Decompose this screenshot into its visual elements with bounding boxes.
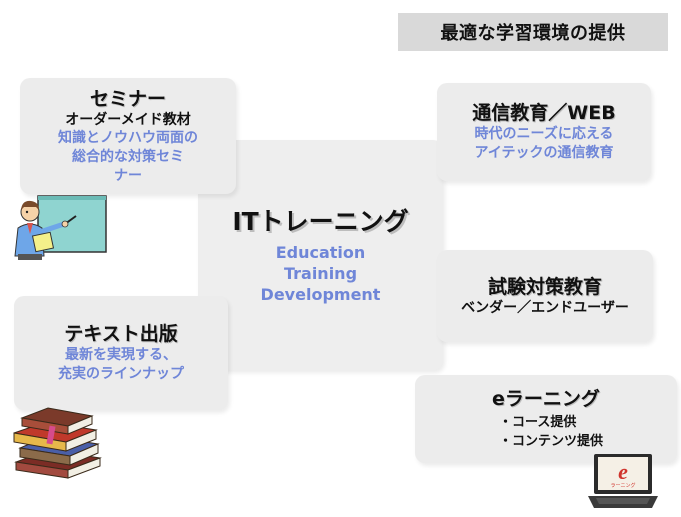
publishing-title: テキスト出版: [64, 323, 178, 345]
publishing-desc-line-2: 充実のラインナップ: [58, 366, 184, 382]
books-stack-icon: [13, 407, 102, 479]
publishing-box: テキスト出版 最新を実現する、 充実のラインナップ: [14, 296, 228, 410]
laptop-logo-text: e: [618, 459, 628, 484]
tagline-banner: 最適な学習環境の提供: [398, 13, 668, 51]
seminar-title: セミナー: [89, 87, 166, 110]
seminar-desc-line-1: 知識とノウハウ両面の: [58, 129, 198, 146]
seminar-box: セミナー オーダーメイド教材 知識とノウハウ両面の 総合的な対策セミ ナー: [20, 78, 236, 194]
publishing-desc-line-1: 最新を実現する、: [65, 347, 177, 363]
elearning-title: eラーニング: [492, 388, 600, 410]
center-title: ITトレーニング: [232, 206, 409, 236]
teacher-whiteboard-icon: [14, 195, 107, 260]
seminar-subtitle: オーダーメイド教材: [65, 111, 191, 128]
elearning-item-content: ・コンテンツ提供: [498, 434, 603, 449]
center-line-development: Development: [260, 284, 381, 304]
correspondence-title: 通信教育／WEB: [472, 102, 616, 124]
center-it-training: ITトレーニング Education Training Development: [198, 140, 443, 370]
center-line-training: Training: [283, 263, 358, 283]
elearning-items: ・コース提供 ・コンテンツ提供: [499, 413, 603, 451]
correspondence-desc-line-1: 時代のニーズに応える: [474, 126, 614, 142]
exam-subtitle: ベンダー／エンドユーザー: [461, 300, 629, 316]
center-line-education: Education: [275, 242, 366, 262]
seminar-desc-line-3: ナー: [114, 167, 142, 184]
exam-title: 試験対策教育: [487, 276, 602, 298]
laptop-elearning-icon: e ラーニング: [588, 454, 658, 508]
exam-box: 試験対策教育 ベンダー／エンドユーザー: [437, 250, 653, 342]
laptop-caption-text: ラーニング: [610, 482, 635, 489]
correspondence-box: 通信教育／WEB 時代のニーズに応える アイテックの通信教育: [437, 83, 651, 181]
seminar-desc-line-2: 総合的な対策セミ: [72, 148, 184, 165]
correspondence-desc-line-2: アイテックの通信教育: [474, 145, 614, 161]
elearning-item-course: ・コース提供: [498, 415, 577, 430]
elearning-box: eラーニング ・コース提供 ・コンテンツ提供: [415, 375, 677, 463]
